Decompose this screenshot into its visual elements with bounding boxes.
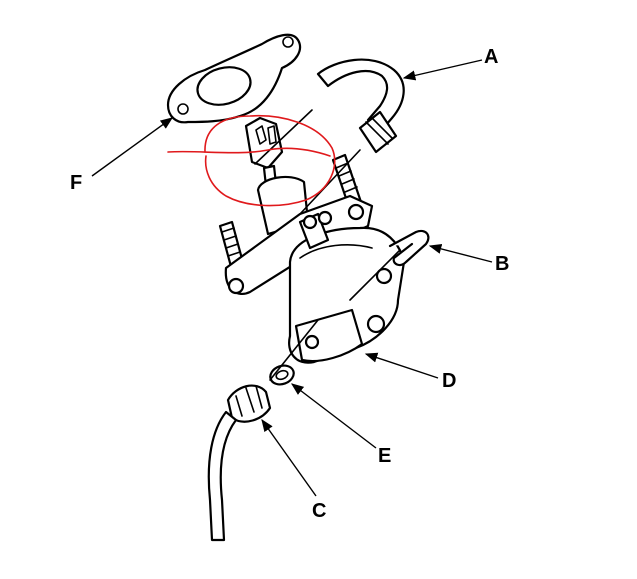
callout-e: E — [378, 445, 391, 467]
alignment-lines — [254, 109, 401, 381]
leader-e — [290, 383, 377, 449]
clutch-master-cylinder-part-d — [224, 175, 406, 364]
leader-d — [364, 352, 439, 379]
callout-a: A — [484, 46, 498, 68]
leader-b — [428, 243, 493, 263]
hose-part-a — [316, 58, 405, 154]
callout-b: B — [495, 253, 509, 275]
callout-d: D — [442, 370, 456, 392]
retaining-clip-part-b — [388, 229, 430, 267]
leader-a — [402, 59, 483, 81]
gasket-part-f — [166, 33, 302, 124]
fluid-line-part-c — [207, 384, 272, 542]
leader-c — [261, 418, 317, 497]
red-annotation-circle — [167, 114, 336, 207]
leader-f — [91, 117, 174, 177]
callout-c: C — [312, 500, 326, 522]
callout-f: F — [70, 172, 82, 194]
